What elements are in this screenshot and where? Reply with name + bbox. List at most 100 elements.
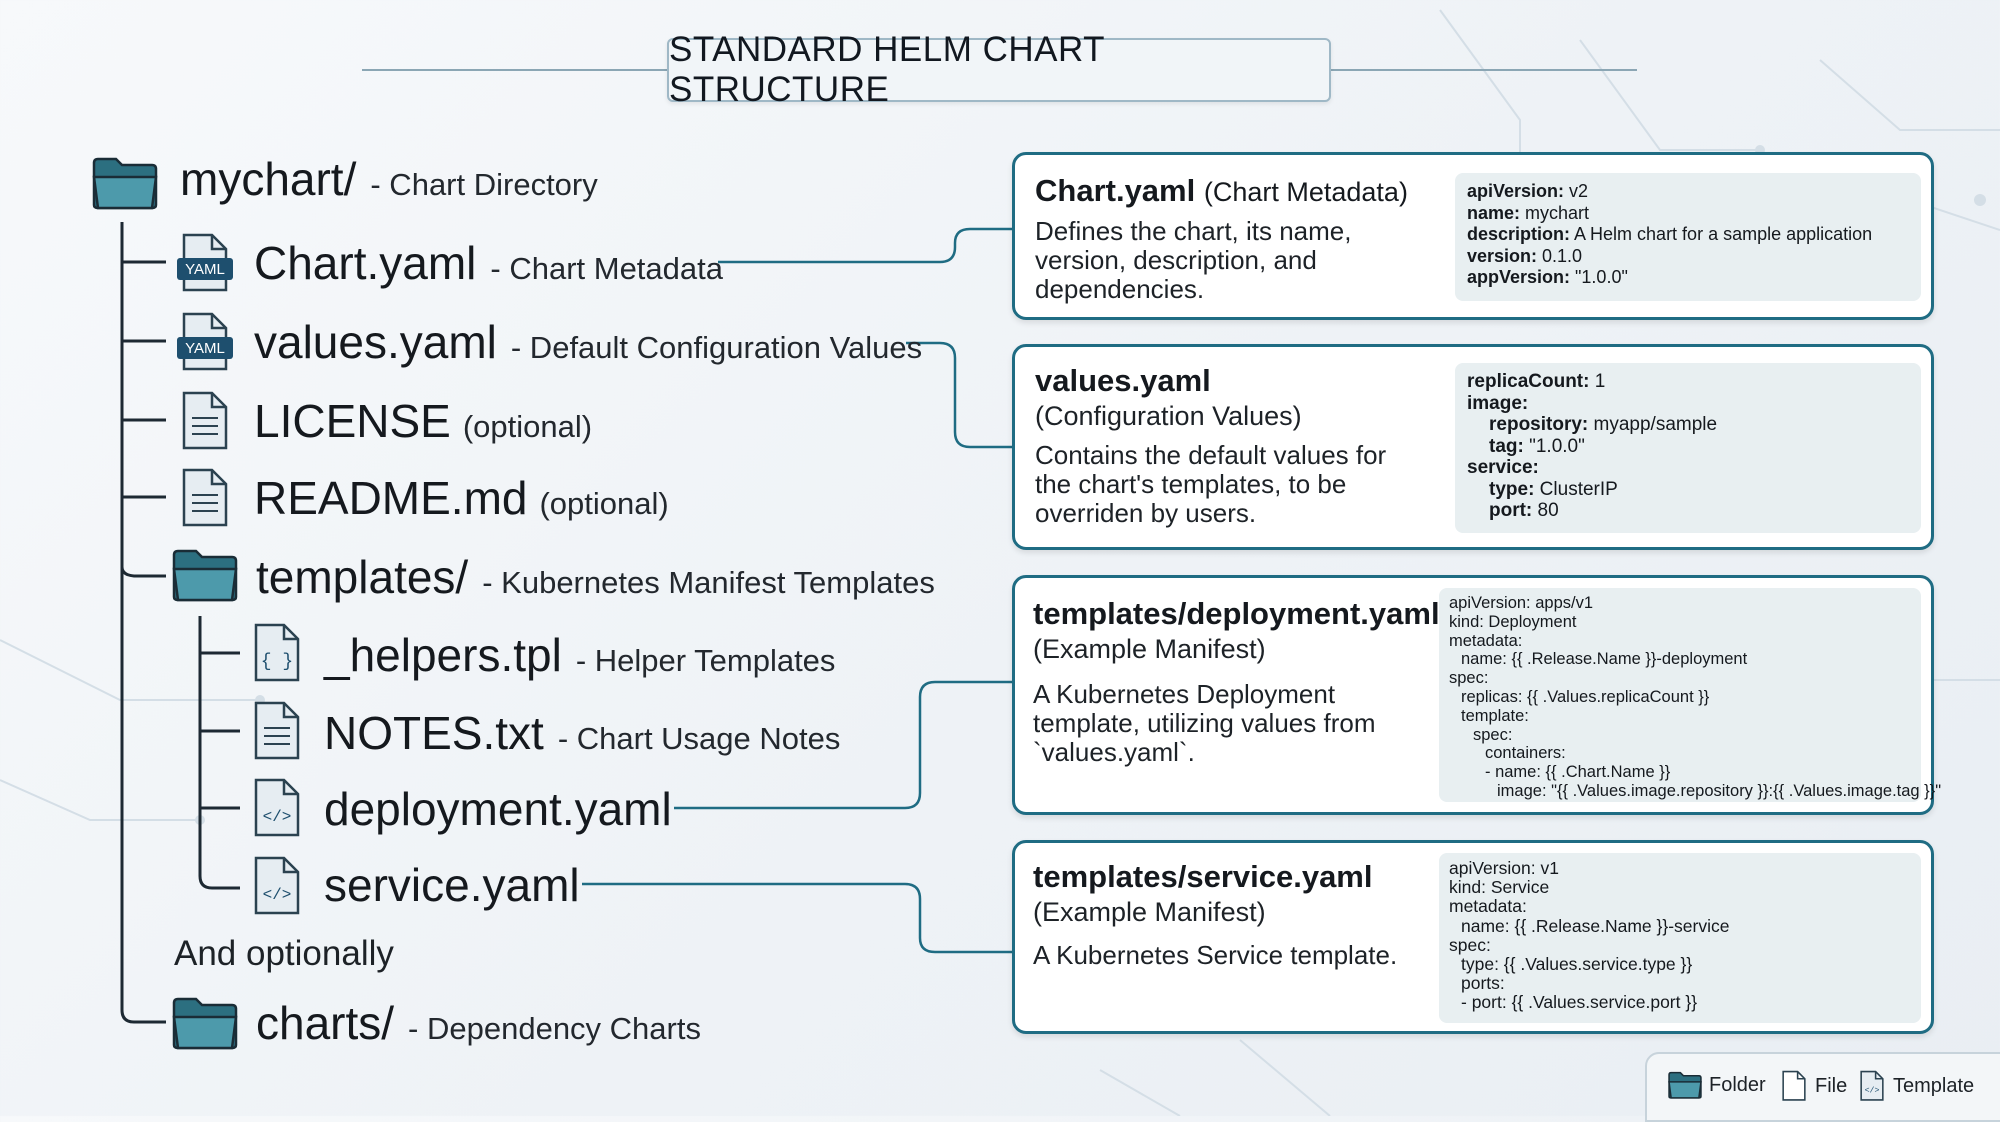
code-value: myapp/sample <box>1588 414 1718 435</box>
tree-item-license[interactable]: LICENSE (optional) <box>254 394 592 448</box>
code-value: "1.0.0" <box>1570 267 1628 287</box>
tree-root-mychart[interactable]: mychart/ - Chart Directory <box>180 152 598 206</box>
svg-text:</>: </> <box>263 886 292 904</box>
tree-item-values-yaml[interactable]: values.yaml - Default Configuration Valu… <box>254 315 922 369</box>
code-line: image: "{{ .Values.image.repository }}:{… <box>1449 782 1941 801</box>
code-key: description: <box>1467 224 1571 244</box>
tree-item-readme[interactable]: README.md (optional) <box>254 471 669 525</box>
chart-yaml-name: Chart.yaml <box>254 237 477 289</box>
tree-item-deployment-yaml[interactable]: deployment.yaml <box>324 782 672 836</box>
code-line: template: <box>1449 707 1911 726</box>
templates-desc: - Kubernetes Manifest Templates <box>482 565 935 600</box>
folder-icon <box>92 157 158 210</box>
card-deployment-yaml: templates/deployment.yaml (Example Manif… <box>1012 575 1941 815</box>
code-key: image: "{{ .Values.image.repository }}:{… <box>1497 781 1942 800</box>
code-line: appVersion: "1.0.0" <box>1467 267 1909 289</box>
tree-item-charts[interactable]: charts/ - Dependency Charts <box>256 996 701 1050</box>
card-title: values.yaml <box>1035 363 1211 398</box>
code-line: metadata: <box>1449 897 1911 916</box>
code-key: template: <box>1461 706 1529 725</box>
code-line: spec: <box>1449 934 1911 955</box>
folder-icon <box>172 997 238 1050</box>
code-key: metadata: <box>1449 631 1523 650</box>
code-key: replicaCount: <box>1467 371 1590 392</box>
chart-yaml-desc: - Chart Metadata <box>490 251 723 286</box>
code-key: spec: <box>1449 934 1491 955</box>
helpers-tpl-name: _helpers.tpl <box>324 629 562 681</box>
svg-text:{ }: { } <box>261 652 293 672</box>
code-value: ClusterIP <box>1534 478 1618 500</box>
license-desc: (optional) <box>462 409 593 444</box>
notes-txt-desc: - Chart Usage Notes <box>557 721 841 756</box>
title-area: STANDARD HELM CHART STRUCTURE <box>0 0 2000 140</box>
readme-desc: (optional) <box>539 486 669 521</box>
card-subtitle: (Example Manifest) <box>1033 634 1266 664</box>
code-line: apiVersion: v1 <box>1449 858 1911 878</box>
svg-text:</>: </> <box>263 808 292 826</box>
helpers-tpl-desc: - Helper Templates <box>575 643 836 678</box>
legend: Folder File </> Template <box>1645 1052 2000 1122</box>
code-key: - name: {{ .Chart.Name }} <box>1485 763 1671 782</box>
title-rule-left <box>362 69 667 71</box>
code-line: image: <box>1467 393 1909 415</box>
code-line: replicaCount: 1 <box>1467 371 1909 393</box>
code-key: containers: <box>1485 744 1566 763</box>
desc-line: overriden by users. <box>1035 498 1257 528</box>
file-icon <box>254 701 300 760</box>
code-line: ports: <box>1449 974 1911 993</box>
code-file-icon: </> <box>1860 1070 1884 1101</box>
code-line: service: <box>1467 457 1909 479</box>
svg-text:YAML: YAML <box>185 261 225 278</box>
card-values-yaml: values.yaml (Configuration Values) Conta… <box>1012 344 1934 550</box>
legend-item-file: File <box>1781 1070 1847 1102</box>
code-line: - port: {{ .Values.service.port }} <box>1449 993 1911 1012</box>
code-key: ports: <box>1461 973 1505 994</box>
connector-service-yaml <box>582 882 1015 954</box>
code-value: mychart <box>1520 202 1590 223</box>
tree-item-service-yaml[interactable]: service.yaml <box>324 858 580 912</box>
card-chart-yaml: Chart.yaml (Chart Metadata) Defines the … <box>1012 152 1934 320</box>
code-line: name: {{ .Release.Name }}-deployment <box>1449 650 1911 669</box>
code-value: 1 <box>1589 371 1606 392</box>
tree-item-notes-txt[interactable]: NOTES.txt - Chart Usage Notes <box>324 706 840 760</box>
desc-line: Defines the chart, its name, <box>1035 216 1352 246</box>
code-key: metadata: <box>1449 896 1527 917</box>
desc-line: dependencies. <box>1035 274 1205 304</box>
code-key: spec: <box>1449 669 1489 688</box>
card-title: Chart.yaml <box>1035 173 1196 208</box>
legend-item-template: </> Template <box>1859 1070 1974 1102</box>
optional-label: And optionally <box>174 934 394 973</box>
card-description: A Kubernetes Deployment template, utiliz… <box>1033 680 1375 767</box>
code-value: 0.1.0 <box>1537 245 1583 266</box>
values-yaml-desc: - Default Configuration Values <box>510 330 923 365</box>
code-line: name: {{ .Release.Name }}-service <box>1449 916 1911 936</box>
legend-item-folder: Folder <box>1667 1070 1766 1100</box>
code-line: apiVersion: v2 <box>1467 181 1909 203</box>
card-subtitle: (Example Manifest) <box>1033 897 1266 927</box>
folder-icon <box>1668 1071 1702 1099</box>
readme-name: README.md <box>254 472 528 524</box>
tree-item-helpers-tpl[interactable]: _helpers.tpl - Helper Templates <box>324 628 835 682</box>
code-line: spec: <box>1449 726 1911 745</box>
charts-name: charts/ <box>256 997 395 1049</box>
tree-item-templates[interactable]: templates/ - Kubernetes Manifest Templat… <box>256 550 935 604</box>
file-icon <box>182 391 228 450</box>
code-key: apiVersion: <box>1467 181 1565 201</box>
tree-item-chart-yaml[interactable]: Chart.yaml - Chart Metadata <box>254 236 723 290</box>
yaml-file-icon: YAML <box>177 312 233 371</box>
code-value: 80 <box>1532 500 1559 521</box>
desc-line: Contains the default values for <box>1035 440 1387 470</box>
charts-desc: - Dependency Charts <box>408 1011 701 1046</box>
connector-deployment-yaml <box>674 680 1015 810</box>
card-title: templates/service.yaml <box>1033 859 1373 894</box>
code-key: type: <box>1489 478 1535 500</box>
code-key: appVersion: <box>1467 267 1571 287</box>
folder-icon <box>172 549 238 602</box>
file-icon <box>182 468 228 527</box>
page-title: STANDARD HELM CHART STRUCTURE <box>667 30 1331 109</box>
card-service-yaml: templates/service.yaml (Example Manifest… <box>1012 840 1934 1034</box>
desc-line: A Kubernetes Deployment <box>1033 679 1336 709</box>
